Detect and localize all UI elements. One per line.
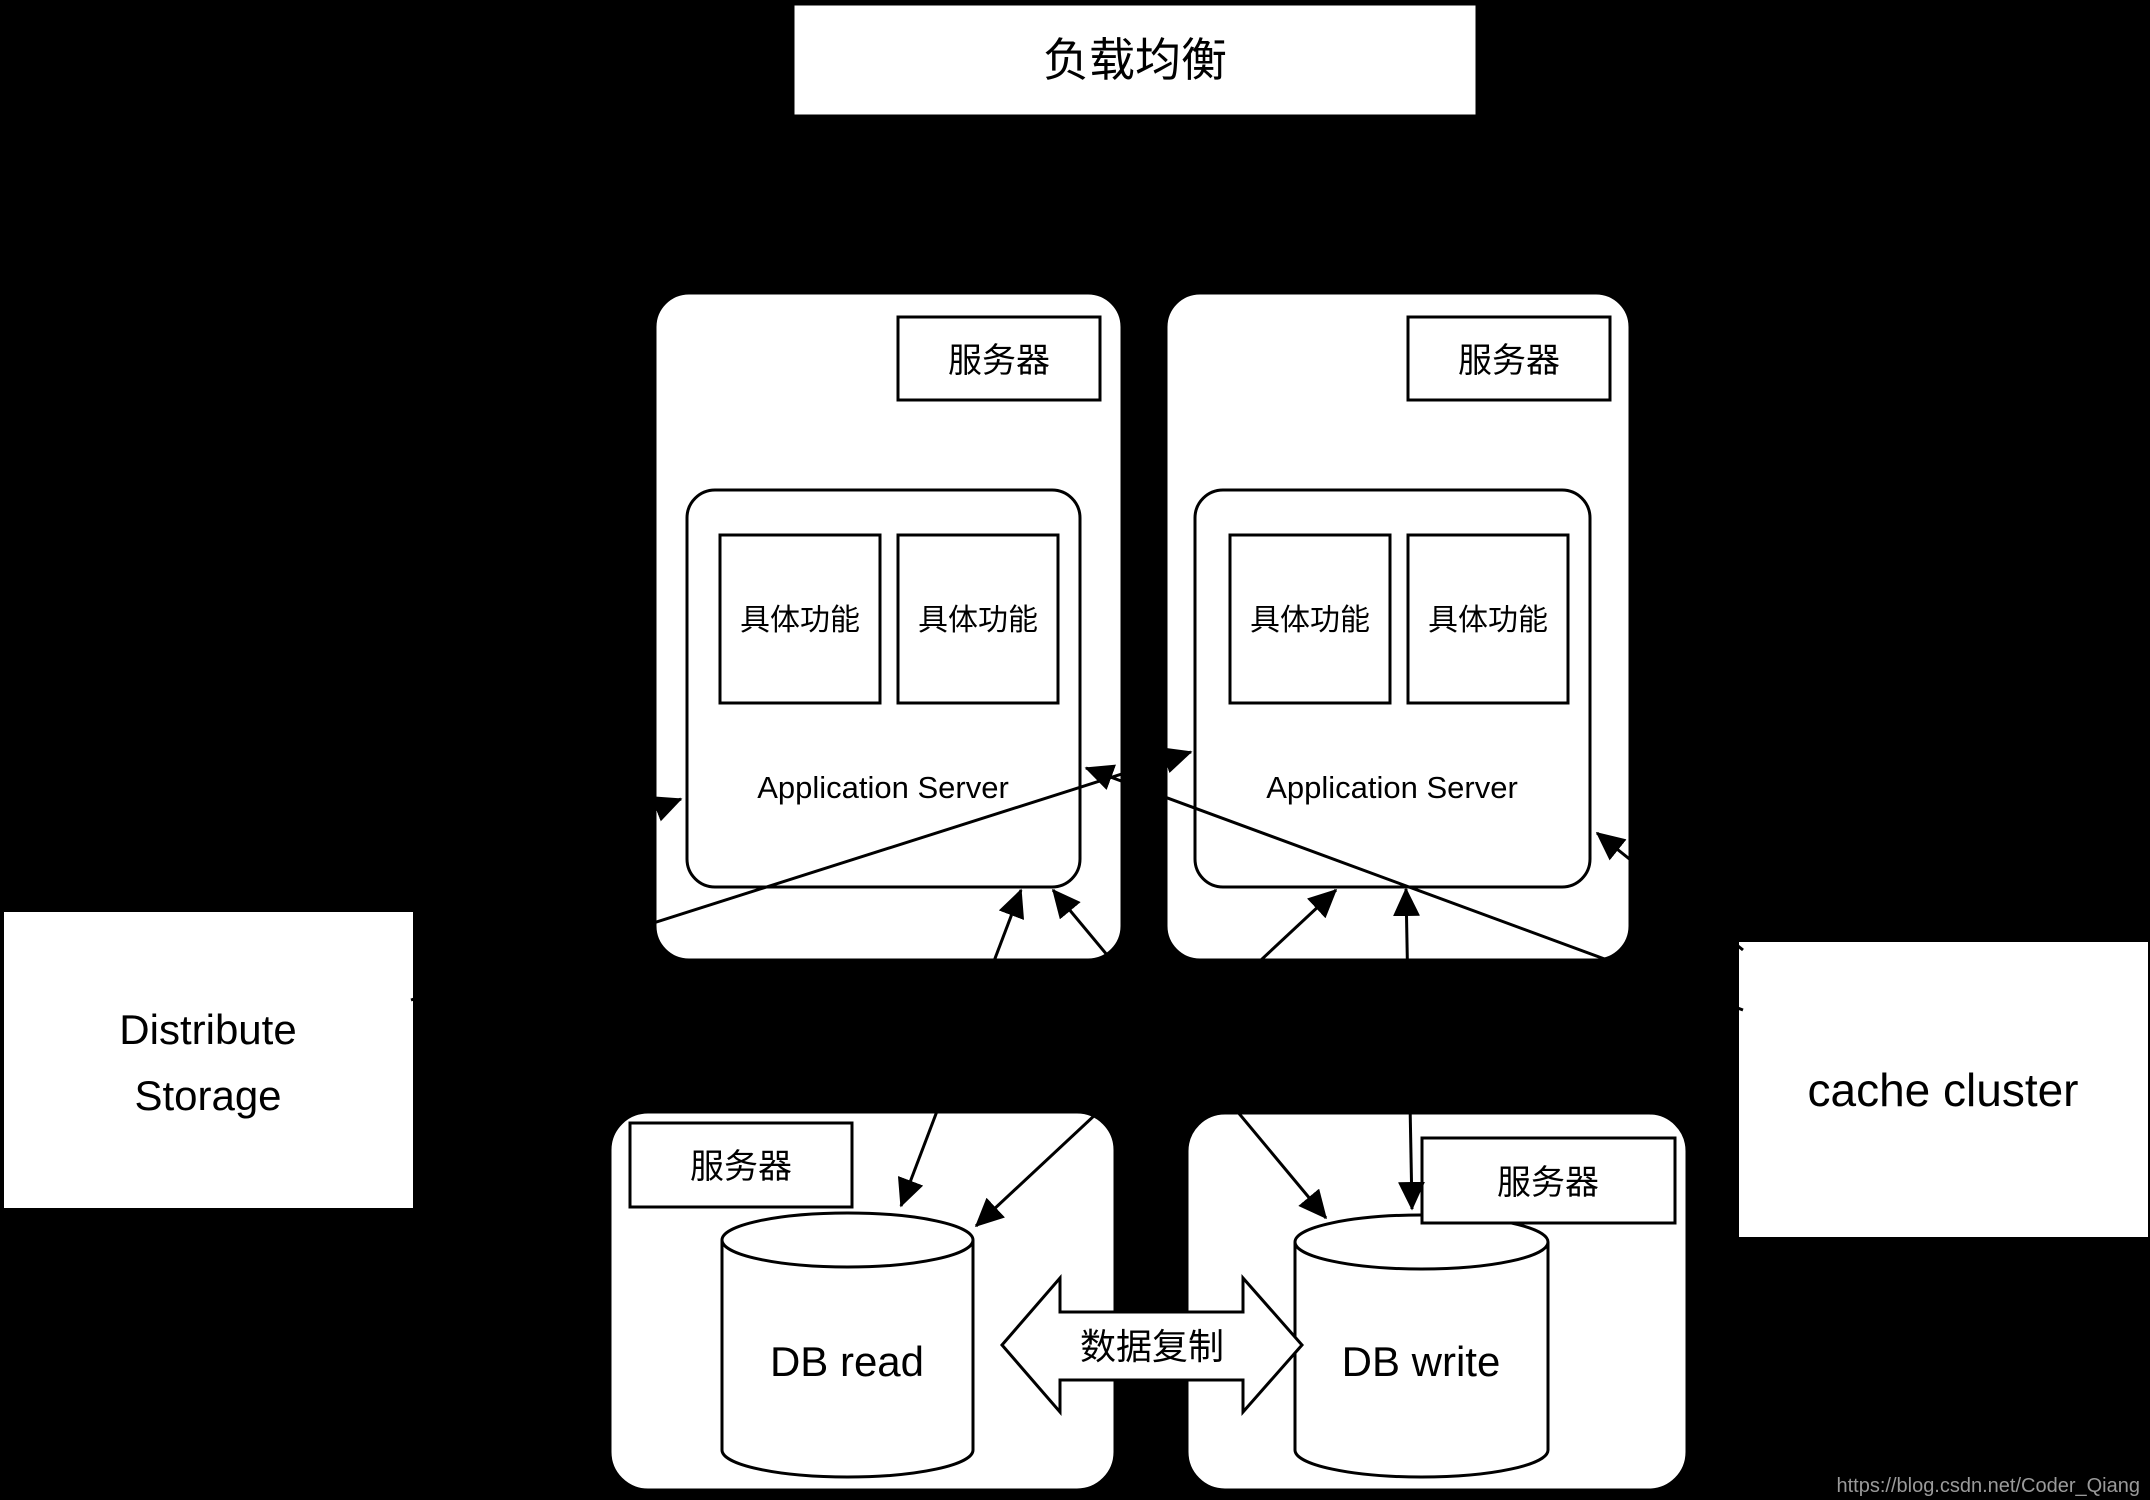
function-label: 具体功能 bbox=[1250, 604, 1370, 637]
cache-to-right-app-arrow bbox=[1595, 831, 1744, 952]
server-card-right: 服务器 具体功能 具体功能 Application Server bbox=[1164, 291, 1632, 962]
db-read-cylinder-top bbox=[720, 1211, 975, 1269]
watermark-link: https://blog.csdn.net/Coder_Qiang bbox=[1836, 1475, 2140, 1497]
app-server-label-left: Application Server bbox=[757, 770, 1009, 805]
server-label-right: 服务器 bbox=[1458, 342, 1560, 380]
function-box bbox=[1406, 533, 1570, 705]
distribute-storage-label-line2: Storage bbox=[134, 1072, 281, 1119]
function-label: 具体功能 bbox=[918, 604, 1038, 637]
right-app-db-read-arrow bbox=[974, 888, 1338, 1228]
function-box bbox=[1228, 533, 1392, 705]
distribute-storage-rect bbox=[4, 912, 413, 1208]
function-label: 具体功能 bbox=[1428, 604, 1548, 637]
distribute-storage-box: Distribute Storage bbox=[4, 912, 413, 1208]
server-label-box-db-write bbox=[1420, 1136, 1677, 1225]
replication-label: 数据复制 bbox=[1080, 1326, 1224, 1367]
function-box bbox=[718, 533, 882, 705]
server-label-box-left bbox=[896, 315, 1102, 402]
server-label-left: 服务器 bbox=[948, 342, 1050, 380]
storage-to-left-app-arrow bbox=[407, 796, 683, 907]
storage-to-right-app-arrow bbox=[410, 747, 1193, 1002]
db-write-label: DB write bbox=[1342, 1338, 1501, 1385]
db-read-label: DB read bbox=[770, 1338, 924, 1385]
connectors bbox=[407, 747, 1744, 1228]
db-read-cylinder-body bbox=[720, 1240, 975, 1479]
load-balancer-title: 负载均衡 bbox=[1043, 34, 1227, 86]
function-label: 具体功能 bbox=[740, 604, 860, 637]
distribute-storage-label-line1: Distribute bbox=[119, 1006, 296, 1053]
db-write-cylinder-body bbox=[1293, 1242, 1550, 1479]
server-label-db-read: 服务器 bbox=[690, 1148, 792, 1186]
cache-cluster-rect bbox=[1739, 942, 2148, 1237]
function-box bbox=[896, 533, 1060, 705]
server-label-box-db-read bbox=[628, 1121, 854, 1209]
replication-arrow: 数据复制 bbox=[1000, 1273, 1304, 1417]
replication-arrow-shape bbox=[1000, 1273, 1304, 1417]
right-app-db-write-arrow bbox=[1393, 887, 1425, 1211]
server-card-left: 服务器 具体功能 具体功能 Application Server bbox=[653, 291, 1124, 962]
load-balancer-rect bbox=[791, 2, 1479, 118]
cache-cluster-box: cache cluster bbox=[1739, 942, 2148, 1237]
load-balancer-box: 负载均衡 bbox=[791, 2, 1479, 118]
cache-cluster-label: cache cluster bbox=[1807, 1064, 2078, 1116]
server-label-db-write: 服务器 bbox=[1497, 1164, 1599, 1202]
server-label-box-right bbox=[1406, 315, 1612, 402]
app-server-label-right: Application Server bbox=[1266, 770, 1518, 805]
